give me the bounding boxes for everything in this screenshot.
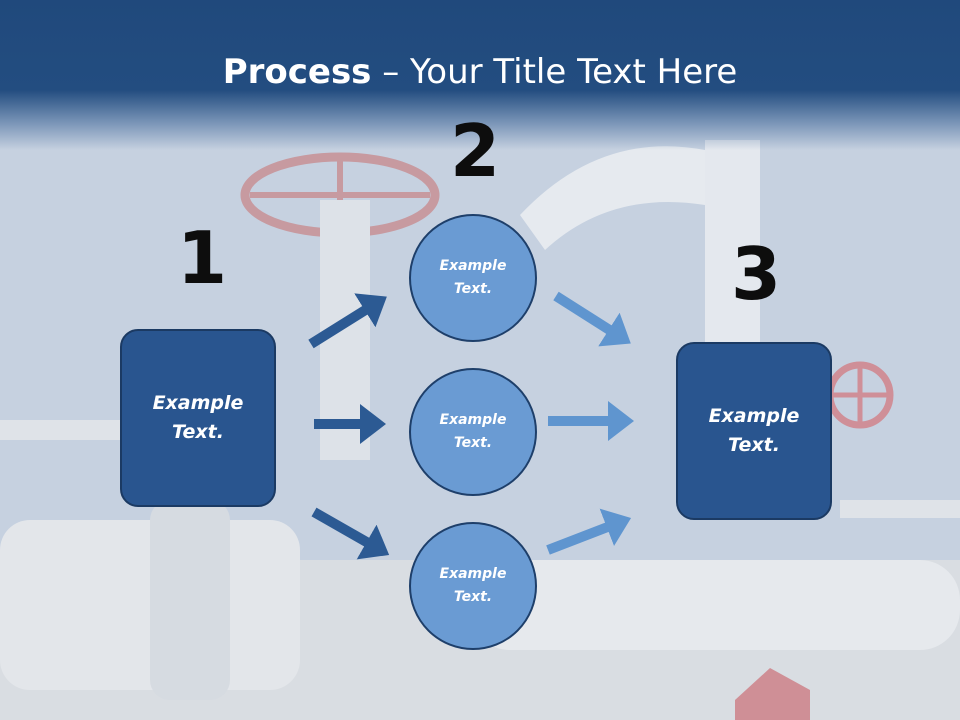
step-number-2: 2 <box>450 109 501 193</box>
title-rest: – Your Title Text Here <box>371 52 738 92</box>
arrow-box-to-circle-bottom <box>311 507 390 560</box>
step-1-text: Example Text. <box>152 392 244 443</box>
arrow-circle-top-to-box <box>553 291 631 347</box>
step-2-circle-top[interactable]: Example Text. <box>409 214 537 342</box>
circle-middle-text: Example Text. <box>439 412 507 451</box>
title-bold: Process <box>222 52 372 92</box>
slide-title: Process – Your Title Text Here <box>0 52 960 92</box>
step-1-box[interactable]: Example Text. <box>120 329 276 507</box>
step-number-3: 3 <box>731 232 782 316</box>
step-number-1: 1 <box>177 216 228 300</box>
step-3-box[interactable]: Example Text. <box>676 342 832 520</box>
circle-bottom-text: Example Text. <box>439 566 507 605</box>
step-2-circle-middle[interactable]: Example Text. <box>409 368 537 496</box>
title-bar <box>0 0 960 150</box>
arrow-box-to-circle-top <box>308 293 387 349</box>
step-3-text: Example Text. <box>708 405 800 456</box>
arrow-circle-bottom-to-box <box>546 508 632 555</box>
circle-top-text: Example Text. <box>439 258 507 297</box>
step-2-circle-bottom[interactable]: Example Text. <box>409 522 537 650</box>
